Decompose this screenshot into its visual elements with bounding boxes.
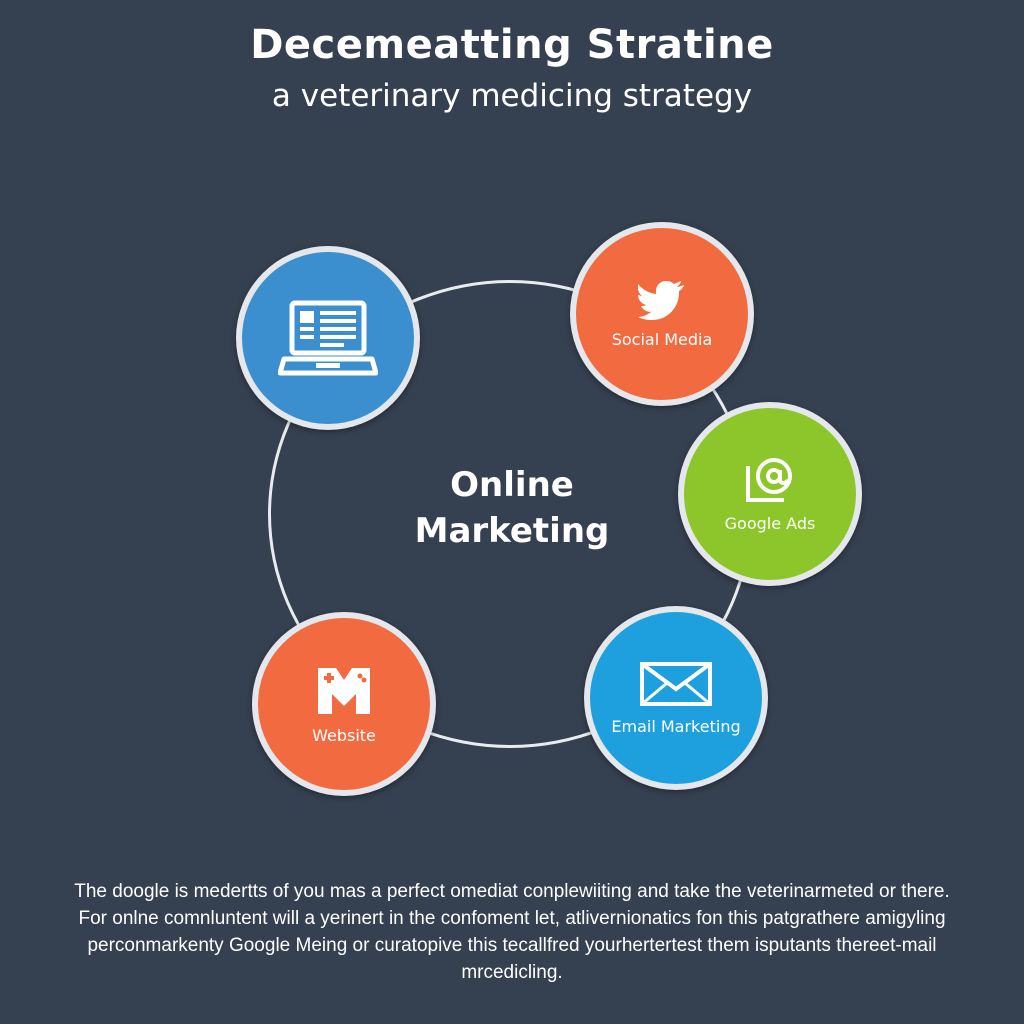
website-node[interactable]: Website <box>252 612 436 796</box>
social-media-node[interactable]: Social Media <box>570 222 754 406</box>
email-marketing-node[interactable]: Email Marketing <box>584 606 768 790</box>
website-label: Website <box>312 725 376 745</box>
game-controller-icon <box>316 664 372 716</box>
laptop-icon <box>278 297 378 379</box>
page-subtitle: a veterinary medicing strategy <box>271 78 753 114</box>
envelope-icon <box>639 661 713 707</box>
bird-icon <box>638 280 686 320</box>
google-ads-label: Google Ads <box>724 513 816 533</box>
center-label-line: Marketing <box>414 511 610 551</box>
google-ads-node[interactable]: Google Ads <box>678 402 862 586</box>
social-media-label: Social Media <box>611 329 713 349</box>
center-label-line: Online <box>450 465 574 505</box>
description-paragraph: The doogle is medertts of you mas a perf… <box>74 881 950 983</box>
email-marketing-label: Email Marketing <box>611 716 741 736</box>
page-title: Decemeatting Stratine <box>250 22 774 68</box>
laptop-node[interactable] <box>236 246 420 430</box>
at-sign-icon <box>744 456 796 504</box>
